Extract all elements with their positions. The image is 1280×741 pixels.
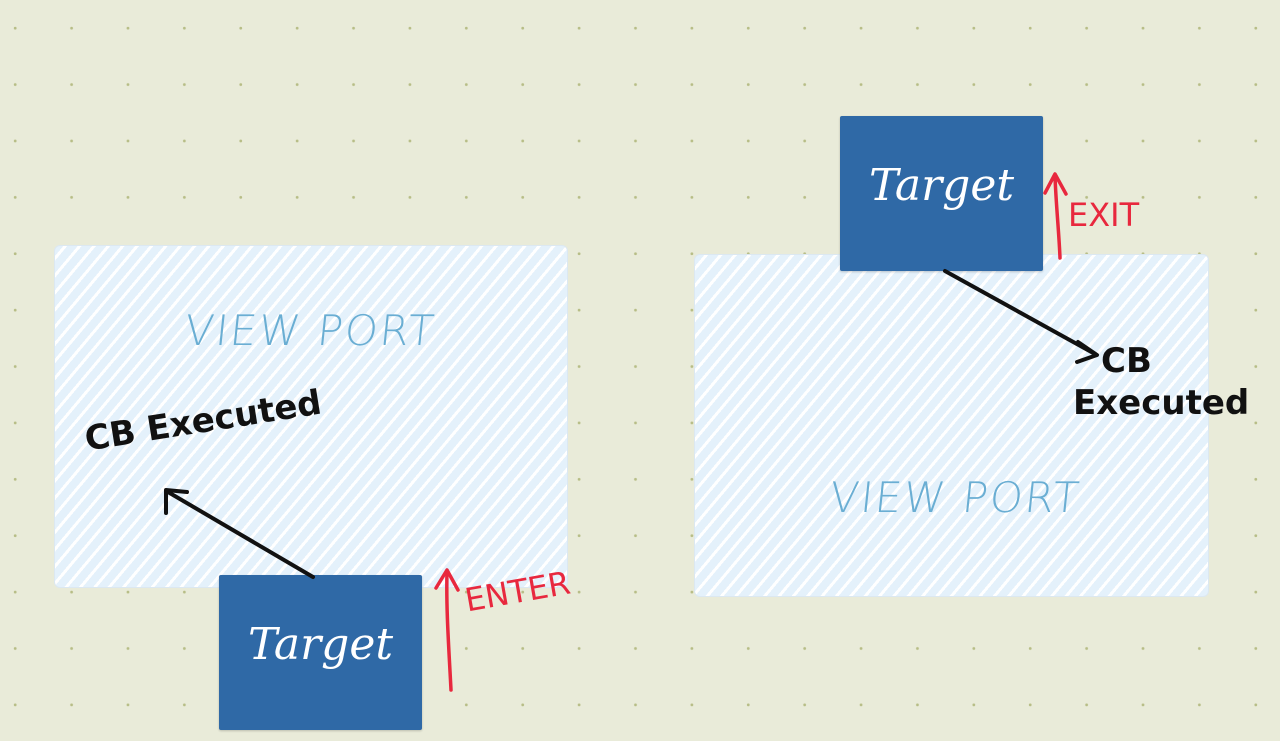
right-callback-text: CB Executed — [1073, 340, 1249, 424]
right-target-label: Target — [868, 160, 1015, 211]
right-callback-line2: Executed — [1073, 383, 1250, 423]
right-viewport-label: VIEW PORT — [827, 473, 1084, 522]
right-viewport: VIEW PORT — [694, 254, 1209, 597]
left-viewport-label: VIEW PORT — [182, 306, 439, 355]
right-callback-line1: CB — [1101, 341, 1152, 381]
exit-label: EXIT — [1068, 196, 1140, 234]
right-target-box: Target — [840, 116, 1043, 271]
enter-arrow — [434, 568, 460, 692]
left-viewport: VIEW PORT — [54, 245, 568, 588]
exit-arrow — [1043, 172, 1068, 260]
left-target-label: Target — [247, 619, 394, 670]
left-target-box: Target — [219, 575, 422, 730]
